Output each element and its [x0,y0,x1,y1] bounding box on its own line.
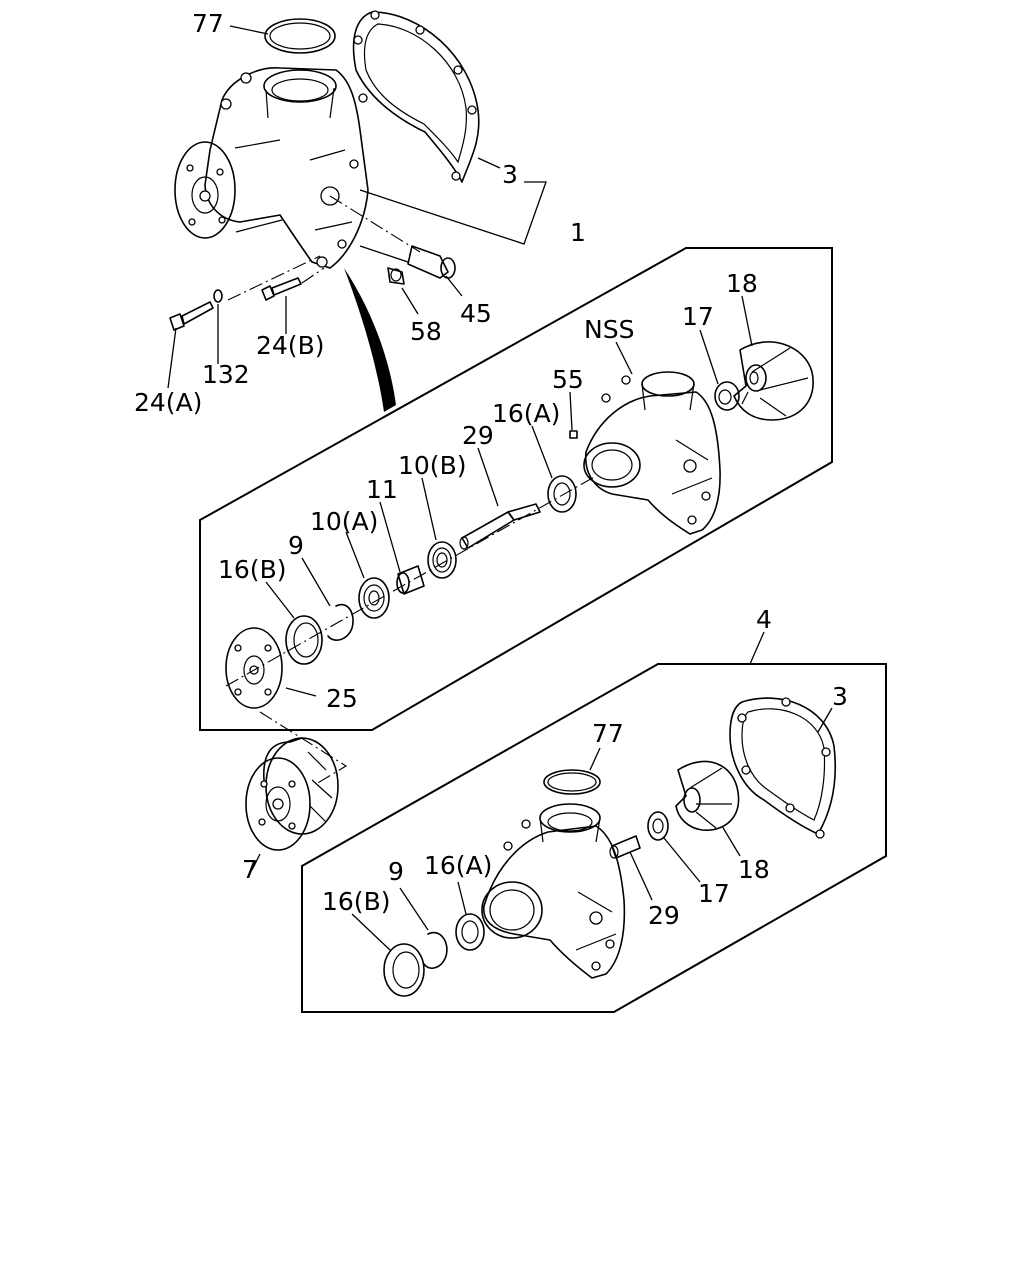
callout-10b: 10(B) [398,451,466,480]
impeller-18-mid [733,341,814,421]
callout-16b-mid: 16(B) [218,555,286,584]
callout-7: 7 [242,855,258,884]
o-ring-77-top [264,18,336,54]
top-assembly [167,10,547,412]
seal-17-bottom [647,811,669,841]
bolt-24a [169,301,214,331]
seal-17-mid [714,381,740,411]
callout-1: 1 [570,218,586,247]
callout-17-bottom: 17 [698,879,730,908]
callout-17-mid: 17 [682,302,714,331]
callout-10a: 10(A) [310,507,378,536]
snap-ring-9-bottom [423,931,448,969]
callout-9-bottom: 9 [388,857,404,886]
callout-3-top: 3 [502,160,518,189]
callout-45: 45 [460,299,492,328]
seal-16a-mid [547,475,577,513]
pump-housing-nss [583,371,721,535]
callout-24a: 24(A) [134,388,202,417]
middle-detail-frame [199,247,833,731]
middle-detail [199,247,833,731]
callout-24b: 24(B) [256,331,324,360]
callout-29-mid: 29 [462,421,494,450]
seal-16b-bottom [383,943,425,997]
gasket-3-bottom [729,697,837,839]
o-ring-77-bottom [543,769,601,795]
callout-18-mid: 18 [726,269,758,298]
plug-55 [569,430,578,439]
shaft-29-mid [459,503,541,550]
bearing-10b [427,541,457,579]
bolt-24b [261,277,302,301]
callout-16b-bottom: 16(B) [322,887,390,916]
shaft-29-bottom [609,835,641,859]
gasket-3-top [352,10,480,183]
callout-9-mid: 9 [288,531,304,560]
bottom-assembly-frame [301,663,887,1013]
callout-77-top: 77 [192,9,224,38]
flange-25 [225,627,283,709]
callout-58: 58 [410,317,442,346]
callout-nss: NSS [584,315,634,344]
detail-arrow [344,268,396,412]
fitting-45 [407,245,456,279]
washer-132 [213,289,223,303]
spacer-11 [396,565,425,595]
snap-ring-9-mid [327,603,354,641]
fitting-58 [387,267,405,285]
seal-16b-mid [285,615,323,665]
callout-29-bottom: 29 [648,901,680,930]
callout-16a-bottom: 16(A) [424,851,492,880]
impeller-18-bottom [675,760,740,831]
pulley-7 [245,737,339,851]
seal-16a-bottom [455,913,485,951]
pump-housing-bottom [481,803,626,979]
bearing-10a [358,577,390,619]
bottom-assembly [301,631,887,1013]
callout-18-bottom: 18 [738,855,770,884]
callout-25: 25 [326,684,358,713]
callout-4: 4 [756,605,772,634]
callout-77-bottom: 77 [592,719,624,748]
callout-11: 11 [366,475,398,504]
callout-55: 55 [552,365,584,394]
callout-16a-mid: 16(A) [492,399,560,428]
pump-housing-top [174,67,369,269]
callout-132: 132 [202,360,250,389]
callout-3-bottom: 3 [832,682,848,711]
